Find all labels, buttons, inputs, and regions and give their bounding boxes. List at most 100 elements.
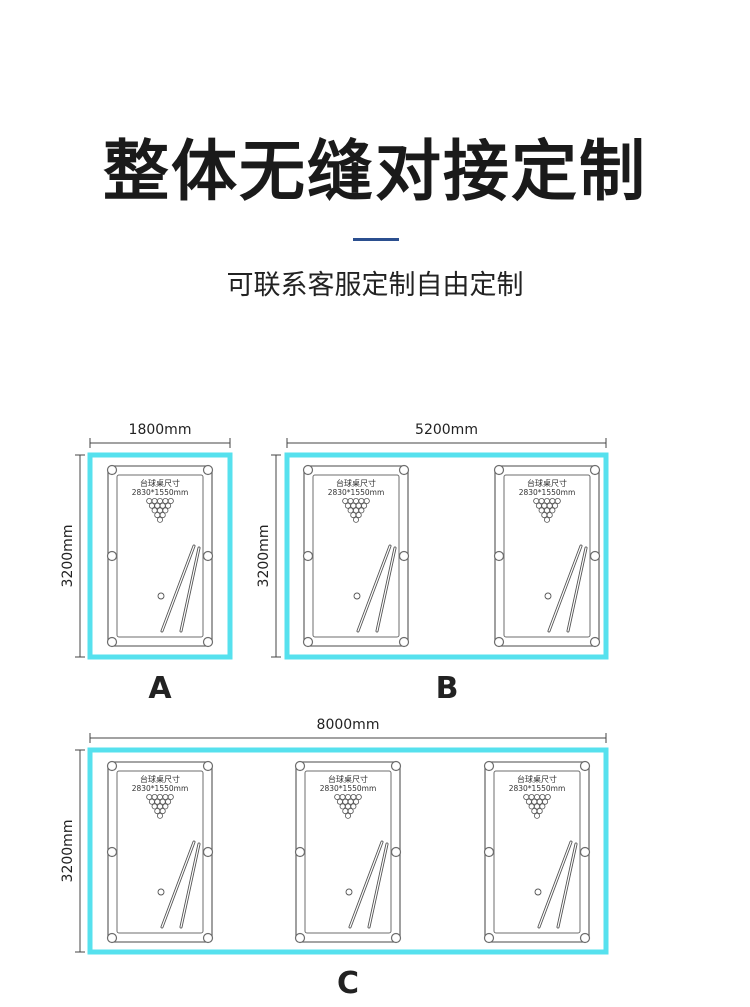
table-pocket (106, 464, 118, 476)
rack-ball (167, 498, 174, 505)
rack-ball (531, 808, 538, 815)
rack-ball (167, 794, 174, 801)
layout-label: C (337, 966, 359, 1001)
table-pocket (202, 932, 214, 944)
rack-ball (536, 808, 543, 815)
table-pocket (202, 636, 214, 648)
rack-ball (347, 507, 354, 514)
rack-ball (544, 516, 551, 523)
rack-ball (154, 808, 161, 815)
page-title: 整体无缝对接定制 (103, 133, 647, 210)
rack-ball (549, 498, 556, 505)
height-label: 3200mm (256, 525, 272, 588)
table-pocket (202, 550, 214, 562)
table-pocket (483, 846, 495, 858)
table-size-value: 2830*1550mm (519, 488, 576, 497)
rack-ball (534, 812, 541, 819)
table-pocket (493, 636, 505, 648)
rack-ball (541, 512, 548, 519)
rack-ball (151, 803, 158, 810)
rack-ball (165, 798, 172, 805)
table-pocket (390, 760, 402, 772)
rack-ball (353, 798, 360, 805)
rack-ball (523, 794, 530, 801)
rack-ball (151, 507, 158, 514)
rack-ball (350, 803, 357, 810)
cue-stick-highlight (161, 545, 195, 632)
rack-ball (358, 498, 365, 505)
rack-ball (544, 794, 551, 801)
cue-stick-highlight (548, 545, 582, 632)
table-pocket (294, 760, 306, 772)
cue-ball (157, 592, 165, 600)
height-label: 3200mm (60, 525, 76, 588)
rack-ball (154, 512, 161, 519)
rack-ball (363, 498, 370, 505)
rack-ball (534, 803, 541, 810)
room-frame (87, 747, 609, 955)
rack-ball (345, 803, 352, 810)
rack-ball (528, 803, 535, 810)
rack-ball (344, 502, 351, 509)
table-pocket (106, 932, 118, 944)
rack-ball (538, 498, 545, 505)
rack-ball (148, 798, 155, 805)
rack-ball (162, 794, 169, 801)
width-label: 1800mm (129, 422, 192, 438)
table-pocket (589, 550, 601, 562)
cue-stick-highlight (368, 843, 388, 928)
table-pocket (106, 550, 118, 562)
table-pocket (398, 464, 410, 476)
table-pocket (483, 760, 495, 772)
rack-ball (162, 803, 169, 810)
rack-ball (353, 507, 360, 514)
width-label: 8000mm (317, 717, 380, 733)
layout-label: B (436, 671, 459, 706)
table-size-label: 台球桌尺寸 (527, 478, 567, 488)
cue-ball (534, 888, 542, 896)
layout-label: A (148, 671, 172, 706)
rack-ball (347, 808, 354, 815)
rack-ball (538, 507, 545, 514)
rack-ball (353, 516, 360, 523)
cue-ball (345, 888, 353, 896)
cue-stick-highlight (180, 843, 200, 928)
table-pocket (106, 846, 118, 858)
rack-ball (339, 794, 346, 801)
rack-ball (546, 512, 553, 519)
rack-ball (546, 502, 553, 509)
page-subtitle: 可联系客服定制自由定制 (226, 270, 524, 301)
rack-ball (539, 794, 546, 801)
table-pocket (106, 636, 118, 648)
rack-ball (350, 502, 357, 509)
rack-ball (544, 498, 551, 505)
rack-ball (554, 498, 561, 505)
table-size-value: 2830*1550mm (509, 784, 566, 793)
rack-ball (347, 498, 354, 505)
rack-ball (157, 507, 164, 514)
table-size-label: 台球桌尺寸 (517, 774, 557, 784)
rack-ball (544, 507, 551, 514)
rack-ball (355, 502, 362, 509)
rack-ball (350, 512, 357, 519)
rack-ball (146, 498, 153, 505)
room-frame (284, 452, 609, 660)
rack-ball (154, 798, 161, 805)
table-pocket (398, 550, 410, 562)
table-size-label: 台球桌尺寸 (140, 774, 180, 784)
rack-ball (358, 507, 365, 514)
room-frame (87, 452, 233, 660)
table-pocket (589, 464, 601, 476)
rack-ball (350, 794, 357, 801)
rack-ball (345, 794, 352, 801)
cue-ball (544, 592, 552, 600)
table-pocket (202, 846, 214, 858)
rack-ball (533, 498, 540, 505)
